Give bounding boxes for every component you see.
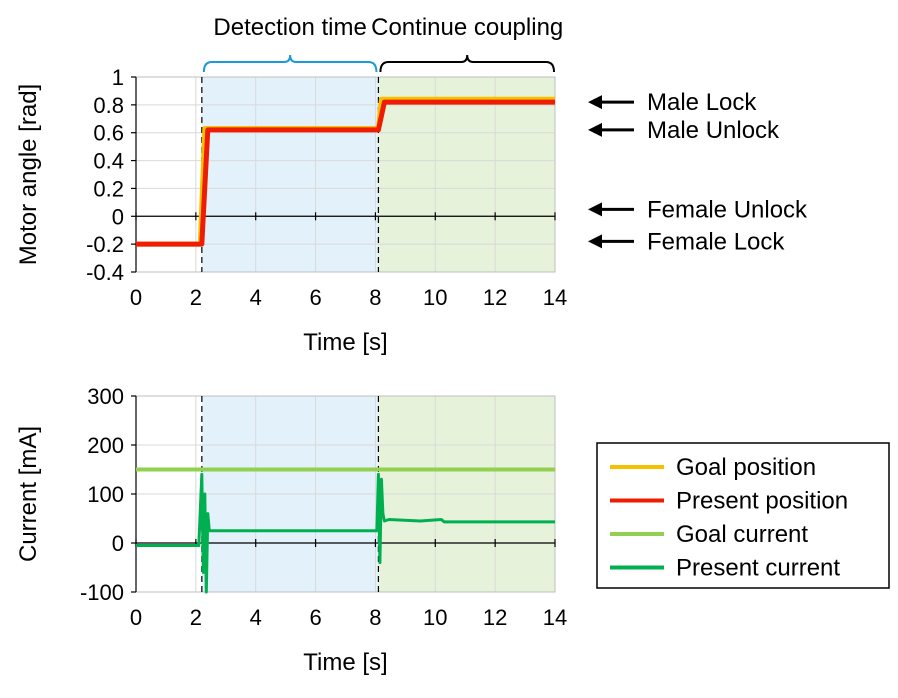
current-x-tick-label: 14 — [543, 605, 567, 630]
annotation-label: Female Lock — [647, 228, 785, 255]
annotation-arrow-head — [588, 122, 602, 137]
annotation-male-unlock: Male Unlock — [588, 117, 780, 144]
current-x-tick-label: 0 — [130, 605, 142, 630]
legend-item-present-current: Present current — [610, 555, 840, 582]
annotation-label: Male Unlock — [647, 117, 780, 144]
angle-y-tick-label: 0.4 — [93, 149, 124, 174]
angle-y-tick-label: 0.8 — [93, 93, 124, 118]
angle-x-axis-label: Time [s] — [303, 329, 387, 356]
current-x-tick-label: 10 — [423, 605, 447, 630]
series-present-position — [136, 99, 555, 247]
current-x-tick-label: 2 — [190, 605, 202, 630]
angle-x-tick-label: 4 — [250, 285, 262, 310]
angle-y-tick-label: 1 — [112, 65, 124, 90]
legend-item-goal-position: Goal position — [610, 454, 816, 481]
current-y-axis-label: Current [mA] — [15, 426, 42, 562]
angle-x-tick-label: 2 — [190, 285, 202, 310]
angle-x-tick-label: 6 — [309, 285, 321, 310]
current-x-tick-label: 8 — [369, 605, 381, 630]
annotation-arrow-head — [588, 202, 602, 217]
angle-x-tick-label: 8 — [369, 285, 381, 310]
angle-x-tick-label: 12 — [483, 285, 507, 310]
angle-y-tick-label: -0.4 — [86, 260, 124, 285]
annotation-female-lock: Female Lock — [588, 228, 785, 255]
annotation-arrow-head — [588, 95, 602, 110]
legend-item-goal-current: Goal current — [610, 521, 808, 548]
legend-label: Goal position — [676, 454, 816, 481]
series-present-current — [136, 472, 555, 594]
angle-y-tick-label: 0.6 — [93, 121, 124, 146]
angle-y-axis-label: Motor angle [rad] — [15, 84, 42, 265]
current-y-tick-label: 300 — [87, 384, 124, 409]
current-x-tick-label: 12 — [483, 605, 507, 630]
angle-y-tick-label: 0 — [112, 204, 124, 229]
current-x-axis-label: Time [s] — [303, 649, 387, 676]
annotation-label: Male Lock — [647, 89, 757, 116]
phase-header: Detection time Continue coupling — [202, 14, 563, 73]
angle-x-tick-label: 10 — [423, 285, 447, 310]
motor-angle-chart: 0 2 4 6 8 10 12 14 -0.4 -0.2 0 0.20.4 0.6 0.8 1 — [86, 65, 567, 310]
angle-y-tick-label: -0.2 — [86, 232, 124, 257]
current-y-tick-label: -100 — [80, 580, 124, 605]
detection-time-label: Detection time — [213, 14, 366, 41]
annotation-female-unlock: Female Unlock — [588, 196, 808, 223]
angle-x-tick-label: 14 — [543, 285, 567, 310]
annotation-arrow-head — [588, 234, 602, 249]
angle-coupling-region — [378, 77, 555, 272]
annotation-label: Female Unlock — [647, 196, 808, 223]
legend-label: Goal current — [676, 521, 808, 548]
current-x-tick-label: 4 — [250, 605, 262, 630]
current-y-tick-label: 100 — [87, 482, 124, 507]
continue-coupling-brace — [379, 54, 555, 73]
angle-detection-region — [201, 77, 379, 272]
current-y-tick-label: 200 — [87, 433, 124, 458]
angle-x-tick-label: 0 — [130, 285, 142, 310]
continue-coupling-label: Continue coupling — [371, 14, 563, 41]
detection-time-brace — [202, 54, 378, 73]
annotation-male-lock: Male Lock — [588, 89, 757, 116]
current-x-tick-label: 6 — [309, 605, 321, 630]
legend-label: Present position — [676, 488, 848, 515]
legend-item-present-position: Present position — [610, 488, 848, 515]
angle-y-tick-label: 0.2 — [93, 176, 124, 201]
current-y-tick-label: 0 — [112, 531, 124, 556]
legend-label: Present current — [676, 555, 840, 582]
